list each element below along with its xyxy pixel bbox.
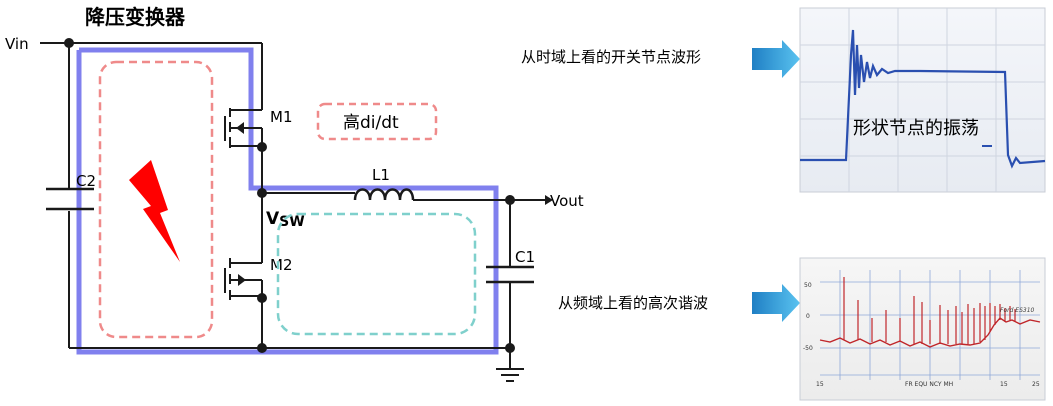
output-loop-dashed bbox=[276, 212, 477, 336]
ringing-caption: 形状节点的振荡 bbox=[853, 118, 979, 139]
scope-waveform-image bbox=[799, 7, 1046, 193]
freq-x-tick-mid: 15 bbox=[1000, 381, 1008, 388]
label-c2: C2 bbox=[76, 172, 96, 190]
freq-legend-text: Ford ES310 bbox=[1000, 307, 1035, 314]
label-l1: L1 bbox=[372, 166, 390, 184]
freq-y-tick-0: 0 bbox=[806, 313, 810, 320]
junction-dots bbox=[64, 38, 515, 353]
inductor-l1 bbox=[353, 188, 415, 201]
diagram-title: 降压变换器 bbox=[85, 5, 186, 29]
current-loop-path bbox=[76, 47, 499, 355]
didt-box bbox=[316, 102, 438, 141]
freq-y-tick-neg50: -50 bbox=[803, 345, 813, 352]
hot-loop-dashed bbox=[98, 60, 214, 339]
label-vout: Vout bbox=[550, 192, 584, 210]
time-domain-caption: 从时域上看的开关节点波形 bbox=[521, 48, 701, 66]
m1-body-arrow-icon bbox=[236, 122, 244, 134]
spectrum-image: 50 0 -50 15 FR EQU NCY MH 15 25 Ford ES3… bbox=[799, 257, 1046, 401]
ground-icon bbox=[496, 368, 524, 382]
didt-label: 高di/dt bbox=[343, 113, 399, 133]
vout-arrow-icon bbox=[545, 195, 553, 205]
label-m2: M2 bbox=[270, 256, 293, 274]
freq-x-tick-start: 15 bbox=[816, 381, 824, 388]
time-domain-arrow-icon bbox=[752, 40, 800, 78]
freq-x-tick-end: 25 bbox=[1032, 381, 1040, 388]
label-c1: C1 bbox=[515, 248, 535, 266]
m2-body-arrow-icon bbox=[238, 274, 246, 286]
label-vin: Vin bbox=[5, 35, 29, 53]
circuit-wires bbox=[40, 42, 545, 368]
freq-x-axis-label: FR EQU NCY MH bbox=[905, 381, 953, 388]
lightning-icon bbox=[129, 160, 180, 262]
freq-domain-caption: 从频域上看的高次谐波 bbox=[558, 294, 708, 312]
freq-y-tick-50: 50 bbox=[804, 282, 812, 289]
mosfet-m1 bbox=[224, 108, 263, 148]
capacitor-c1 bbox=[486, 265, 534, 284]
freq-domain-arrow-icon bbox=[752, 284, 800, 322]
label-vsw: VSW bbox=[266, 209, 305, 230]
capacitor-c2 bbox=[46, 187, 94, 211]
label-m1: M1 bbox=[270, 108, 293, 126]
